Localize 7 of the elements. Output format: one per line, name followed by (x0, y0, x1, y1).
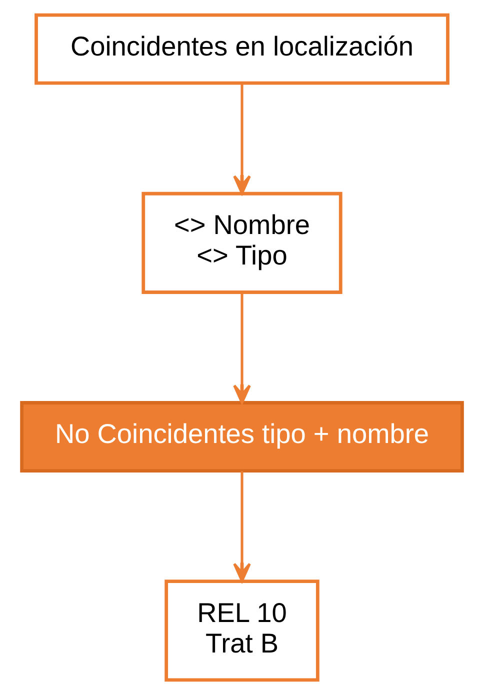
node-box: Coincidentes en localización (34, 13, 450, 85)
arrow (233, 292, 251, 404)
node-box: No Coincidentes tipo + nombre (20, 401, 464, 472)
node-box: <> Nombre <> Tipo (142, 192, 342, 294)
arrow (233, 471, 251, 582)
arrow (233, 84, 251, 194)
node-box: REL 10 Trat B (164, 580, 320, 682)
